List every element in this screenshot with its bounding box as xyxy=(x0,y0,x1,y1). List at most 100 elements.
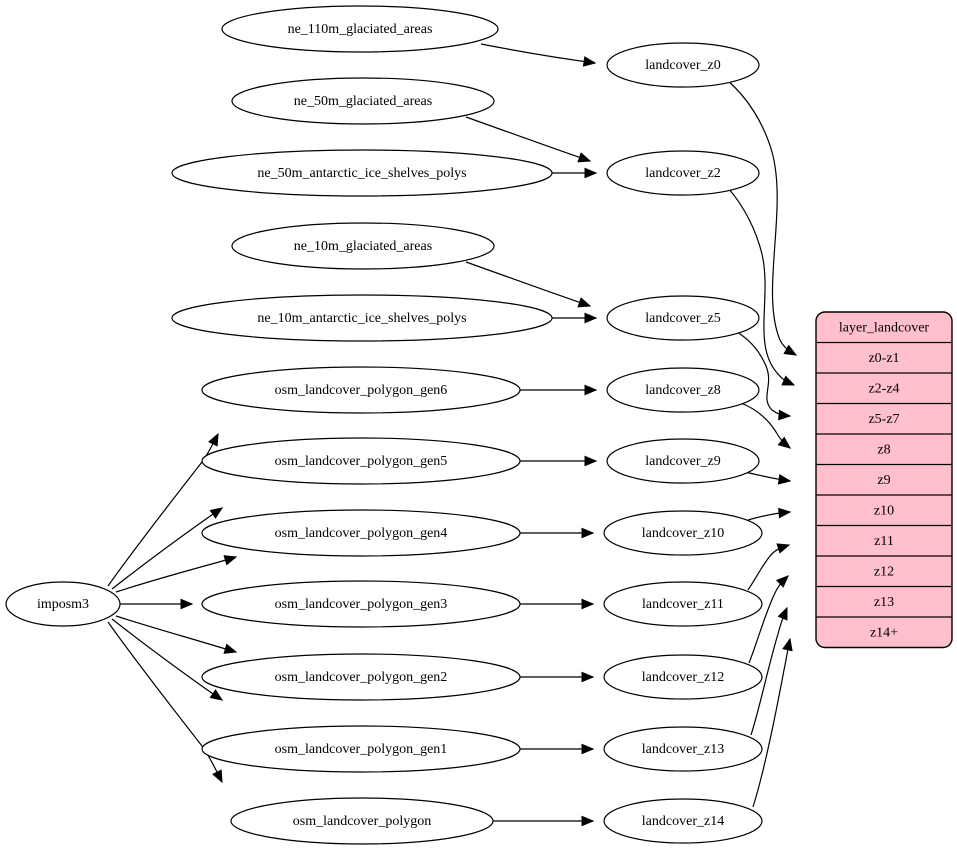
node-label: osm_landcover_polygon_gen1 xyxy=(275,742,448,757)
arrow-head-icon xyxy=(782,637,793,652)
node-landcover_z11[interactable]: landcover_z11 xyxy=(603,581,763,627)
node-label: imposm3 xyxy=(37,597,89,612)
edge-landcover_z5-to-record_z5z7 xyxy=(736,331,792,421)
node-shape-view xyxy=(603,510,763,556)
edge-imposm3-to-osm_landcover_polygon xyxy=(107,621,223,784)
record-row-label: z9 xyxy=(877,473,890,488)
node-label: osm_landcover_polygon xyxy=(293,814,431,829)
node-label: osm_landcover_polygon_gen4 xyxy=(275,526,448,541)
edges-layer xyxy=(107,43,798,827)
node-ne_50m_antarctic_ice_shelves_polys[interactable]: ne_50m_antarctic_ice_shelves_polys xyxy=(171,149,553,197)
node-shape-view xyxy=(603,798,763,844)
edge-osm_landcover_polygon_gen3-to-landcover_z11 xyxy=(520,598,595,610)
record-node-layer_landcover[interactable]: layer_landcoverz0-z1z2-z4z5-z7z8z9z10z11… xyxy=(815,311,953,649)
node-shape-view xyxy=(606,150,760,196)
node-landcover_z12[interactable]: landcover_z12 xyxy=(603,654,763,700)
node-label: osm_landcover_polygon_gen3 xyxy=(275,597,448,612)
arrow-head-icon xyxy=(582,56,597,67)
edge-osm_landcover_polygon-to-landcover_z14 xyxy=(493,815,595,827)
node-ne_110m_glaciated_areas[interactable]: ne_110m_glaciated_areas xyxy=(221,5,499,53)
edge-line xyxy=(480,43,596,64)
node-shape-view xyxy=(606,367,760,413)
arrow-head-icon xyxy=(581,527,595,539)
edge-landcover_z9-to-record_z9 xyxy=(744,471,792,485)
edge-imposm3-to-osm_landcover_polygon_gen4 xyxy=(115,555,238,593)
node-shape-table xyxy=(171,294,553,342)
arrow-head-icon xyxy=(775,575,789,588)
node-shape-view xyxy=(603,726,763,772)
arrow-head-icon xyxy=(777,436,792,449)
edge-line xyxy=(115,615,237,653)
edge-line xyxy=(111,618,223,701)
node-label: landcover_z0 xyxy=(645,58,720,73)
node-label: landcover_z13 xyxy=(642,742,724,757)
node-shape-table xyxy=(231,77,495,125)
arrow-head-icon xyxy=(577,152,592,163)
node-shape-view xyxy=(606,42,760,88)
node-osm_landcover_polygon_gen4[interactable]: osm_landcover_polygon_gen4 xyxy=(201,509,521,557)
node-label: ne_50m_glaciated_areas xyxy=(294,94,432,109)
node-ne_10m_antarctic_ice_shelves_polys[interactable]: ne_10m_antarctic_ice_shelves_polys xyxy=(171,294,553,342)
record-background xyxy=(816,312,952,648)
node-shape-source xyxy=(5,581,121,627)
record-row-label: z8 xyxy=(877,442,890,457)
node-osm_landcover_polygon_gen3[interactable]: osm_landcover_polygon_gen3 xyxy=(201,580,521,628)
edge-landcover_z12-to-record_z12 xyxy=(748,575,789,664)
edge-line xyxy=(115,556,237,593)
node-landcover_z8[interactable]: landcover_z8 xyxy=(606,367,760,413)
edge-line xyxy=(727,187,795,386)
node-landcover_z14[interactable]: landcover_z14 xyxy=(603,798,763,844)
edge-landcover_z11-to-record_z11 xyxy=(747,543,791,591)
node-landcover_z9[interactable]: landcover_z9 xyxy=(606,438,760,484)
node-osm_landcover_polygon_gen1[interactable]: osm_landcover_polygon_gen1 xyxy=(201,725,521,773)
edge-landcover_z8-to-record_z8 xyxy=(740,402,792,449)
edge-landcover_z10-to-record_z10 xyxy=(747,507,792,521)
node-shape-view xyxy=(603,654,763,700)
record-row-label: z12 xyxy=(874,564,894,579)
node-label: landcover_z9 xyxy=(645,454,720,469)
arrow-head-icon xyxy=(777,474,792,485)
edge-ne_50m_antarctic_ice_shelves_polys-to-landcover_z2 xyxy=(552,167,598,179)
node-ne_50m_glaciated_areas[interactable]: ne_50m_glaciated_areas xyxy=(231,77,495,125)
node-landcover_z10[interactable]: landcover_z10 xyxy=(603,510,763,556)
node-ne_10m_glaciated_areas[interactable]: ne_10m_glaciated_areas xyxy=(231,222,495,270)
arrow-head-icon xyxy=(581,743,595,755)
node-label: ne_10m_antarctic_ice_shelves_polys xyxy=(257,311,466,326)
node-osm_landcover_polygon_gen6[interactable]: osm_landcover_polygon_gen6 xyxy=(201,366,521,414)
edge-osm_landcover_polygon_gen2-to-landcover_z12 xyxy=(520,671,595,683)
record-node-layer: layer_landcoverz0-z1z2-z4z5-z7z8z9z10z11… xyxy=(815,311,953,649)
node-label: ne_50m_antarctic_ice_shelves_polys xyxy=(257,166,466,181)
arrow-head-icon xyxy=(778,409,792,421)
node-imposm3[interactable]: imposm3 xyxy=(5,581,121,627)
node-label: landcover_z2 xyxy=(645,166,720,181)
arrow-head-icon xyxy=(209,689,224,701)
edge-ne_10m_glaciated_areas-to-landcover_z5 xyxy=(465,261,592,308)
node-shape-view xyxy=(606,438,760,484)
node-label: landcover_z10 xyxy=(642,526,724,541)
node-label: landcover_z5 xyxy=(645,311,720,326)
edge-landcover_z0-to-record_z0z1 xyxy=(726,79,798,356)
node-landcover_z5[interactable]: landcover_z5 xyxy=(606,295,760,341)
node-landcover_z2[interactable]: landcover_z2 xyxy=(606,150,760,196)
node-osm_landcover_polygon[interactable]: osm_landcover_polygon xyxy=(230,797,494,845)
node-shape-table xyxy=(171,149,553,197)
arrow-head-icon xyxy=(581,598,595,610)
node-osm_landcover_polygon_gen5[interactable]: osm_landcover_polygon_gen5 xyxy=(201,437,521,485)
node-shape-view xyxy=(603,581,763,627)
node-landcover_z0[interactable]: landcover_z0 xyxy=(606,42,760,88)
node-label: osm_landcover_polygon_gen6 xyxy=(275,383,448,398)
record-row-label: z13 xyxy=(874,595,894,610)
node-landcover_z13[interactable]: landcover_z13 xyxy=(603,726,763,772)
node-label: landcover_z8 xyxy=(645,383,720,398)
record-row-label: z10 xyxy=(874,503,894,518)
node-osm_landcover_polygon_gen2[interactable]: osm_landcover_polygon_gen2 xyxy=(201,653,521,701)
node-label: osm_landcover_polygon_gen2 xyxy=(275,670,448,685)
node-shape-table xyxy=(231,222,495,270)
node-shape-table xyxy=(201,509,521,557)
node-shape-table xyxy=(201,653,521,701)
arrow-head-icon xyxy=(208,432,219,447)
node-shape-view xyxy=(606,295,760,341)
arrow-head-icon xyxy=(781,375,796,386)
